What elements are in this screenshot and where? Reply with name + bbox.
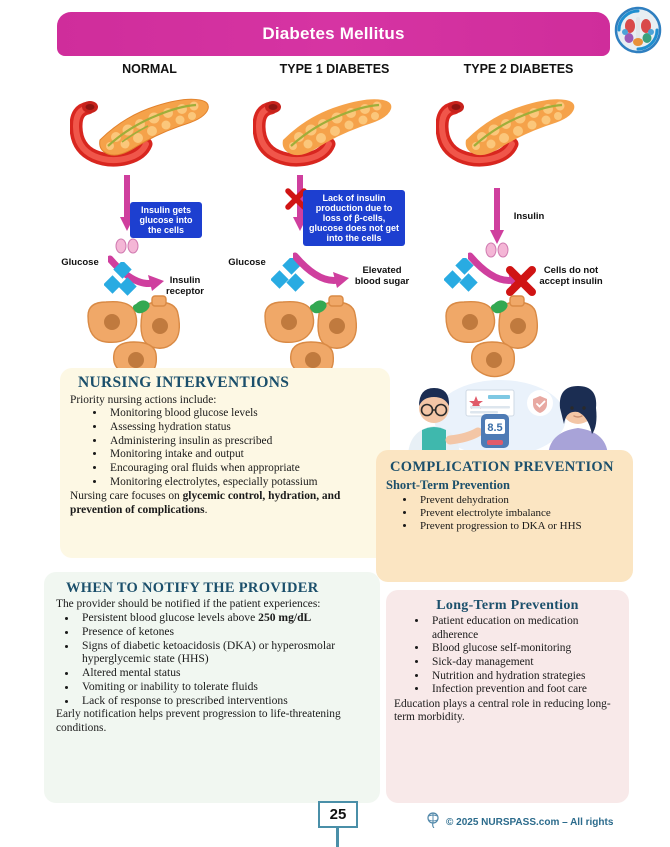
- list-item: Monitoring intake and output: [106, 448, 382, 462]
- diagram-panel-type2: Insulin: [428, 80, 628, 378]
- notify-title: WHEN TO NOTIFY THE PROVIDER: [66, 580, 319, 596]
- blocked-x-icon-type1: [285, 188, 307, 210]
- diabetes-mechanism-diagram: Insulin gets glucose into the cells Gluc…: [0, 80, 670, 378]
- body-cells-type2: [438, 286, 558, 391]
- notify-bullets: Persistent blood glucose levels above 25…: [44, 611, 380, 707]
- diagram-panel-normal: Insulin gets glucose into the cells Gluc…: [61, 80, 262, 378]
- doctor-patient-glucometer-illustration: 8.5: [388, 378, 624, 458]
- page-number: 25: [318, 801, 358, 828]
- list-item: Lack of response to prescribed intervent…: [78, 694, 372, 708]
- long-term-title: Long-Term Prevention: [436, 598, 579, 613]
- nurspass-logo-icon: [425, 812, 441, 833]
- notify-bullet1-bold: 250 mg/dL: [258, 611, 312, 625]
- insulin-flow-arrow-type2: [490, 188, 504, 244]
- page-header-bar: Diabetes Mellitus: [57, 12, 610, 56]
- column-heading-normal: NORMAL: [122, 62, 177, 76]
- insulin-molecules-type2: [484, 242, 512, 263]
- list-item: Persistent blood glucose levels above 25…: [78, 611, 372, 625]
- notify-bullet1-plain: Persistent blood glucose levels above: [82, 611, 259, 625]
- callout-normal: Insulin gets glucose into the cells: [130, 202, 202, 239]
- nursing-closing-bold: glycemic control, hydration, and prevent…: [70, 490, 341, 516]
- complication-title: COMPLICATION PREVENTION: [390, 459, 614, 475]
- column-heading-type2: TYPE 2 DIABETES: [463, 62, 574, 76]
- long-term-closing: Education plays a central role in reduci…: [394, 698, 611, 724]
- label-insulin-type2: Insulin: [513, 211, 545, 222]
- list-item: Administering insulin as prescribed: [106, 435, 382, 449]
- list-item: Nutrition and hydration strategies: [428, 670, 619, 684]
- card-when-to-notify-provider: WHEN TO NOTIFY THE PROVIDER The provider…: [44, 572, 380, 803]
- label-glucose-type1: Glucose: [228, 257, 266, 268]
- label-elevated-blood-sugar-type1: Elevated blood sugar: [354, 265, 410, 287]
- notify-closing: Early notification helps prevent progres…: [56, 708, 341, 734]
- blocked-x-icon-type2: [506, 266, 536, 296]
- card-long-term-prevention: Long-Term Prevention Patient education o…: [386, 590, 629, 803]
- page-title: Diabetes Mellitus: [262, 24, 405, 43]
- diagram-column-headings: NORMAL TYPE 1 DIABETES TYPE 2 DIABETES: [57, 62, 610, 76]
- label-cells-reject-insulin: Cells do not accept insulin: [539, 265, 603, 287]
- footer-copyright: © 2025 NURSPASS.com – All rights: [425, 812, 613, 833]
- pancreas-duodenum-icon: [252, 80, 443, 180]
- glucose-molecules-type1: [270, 256, 311, 303]
- page-number-sign: 25: [318, 801, 362, 847]
- list-item: Prevent electrolyte imbalance: [416, 507, 625, 520]
- list-item: Sick-day management: [428, 656, 619, 670]
- card-nursing-interventions: NURSING INTERVENTIONS Priority nursing a…: [60, 368, 390, 558]
- list-item: Signs of diabetic ketoacidosis (DKA) or …: [78, 639, 372, 667]
- nursing-bullets: Monitoring blood glucose levels Assessin…: [60, 407, 390, 489]
- list-item: Vomiting or inability to tolerate fluids: [78, 680, 372, 694]
- label-glucose-normal: Glucose: [61, 257, 99, 268]
- copyright-text: © 2025 NURSPASS.com – All rights: [446, 817, 614, 828]
- nursing-lead: Priority nursing actions include:: [70, 394, 217, 406]
- nursing-title: NURSING INTERVENTIONS: [78, 374, 290, 391]
- list-item: Assessing hydration status: [106, 421, 382, 435]
- list-item: Patient education on medication adherenc…: [428, 615, 619, 642]
- long-term-bullets: Patient education on medication adherenc…: [386, 615, 629, 697]
- complication-bullets: Prevent dehydration Prevent electrolyte …: [376, 494, 633, 533]
- list-item: Blood glucose self-monitoring: [428, 642, 619, 656]
- list-item: Infection prevention and foot care: [428, 683, 619, 697]
- body-cells-type1: [257, 286, 377, 391]
- insulin-molecules-normal: [114, 238, 142, 259]
- uptake-arrow-type1: [291, 252, 351, 295]
- label-insulin-receptor-normal: Insulin receptor: [165, 275, 204, 297]
- glucose-molecules-type2: [443, 256, 484, 303]
- callout-type1: Lack of insulin production due to loss o…: [303, 190, 405, 247]
- list-item: Altered mental status: [78, 666, 372, 680]
- nursing-closing: Nursing care focuses on glycemic control…: [60, 489, 390, 517]
- complication-subtitle: Short-Term Prevention: [386, 478, 510, 493]
- list-item: Prevent dehydration: [416, 494, 625, 507]
- pancreas-duodenum-icon: [435, 80, 626, 180]
- pancreas-duodenum-icon: [69, 80, 260, 180]
- nursing-closing-end: .: [204, 503, 208, 516]
- list-item: Encouraging oral fluids when appropriate: [106, 462, 382, 476]
- list-item: Monitoring blood glucose levels: [106, 407, 382, 421]
- notify-lead: The provider should be notified if the p…: [56, 597, 321, 610]
- nursing-closing-plain: Nursing care focuses on: [70, 490, 183, 503]
- glucometer-reading: 8.5: [487, 422, 502, 434]
- list-item: Prevent progression to DKA or HHS: [416, 520, 625, 533]
- list-item: Presence of ketones: [78, 625, 372, 639]
- uptake-arrow-normal: [106, 255, 166, 298]
- anatomy-organs-logo-icon: [612, 4, 664, 56]
- page-sign-pole: [336, 828, 339, 847]
- glucose-molecules-normal: [103, 260, 140, 303]
- diagram-panel-type1: Lack of insulin production due to loss o…: [228, 80, 445, 378]
- body-cells-normal: [80, 286, 200, 391]
- column-heading-type1: TYPE 1 DIABETES: [279, 62, 390, 76]
- list-item: Monitoring electrolytes, especially pota…: [106, 476, 382, 490]
- card-complication-prevention: COMPLICATION PREVENTION Short-Term Preve…: [376, 450, 633, 582]
